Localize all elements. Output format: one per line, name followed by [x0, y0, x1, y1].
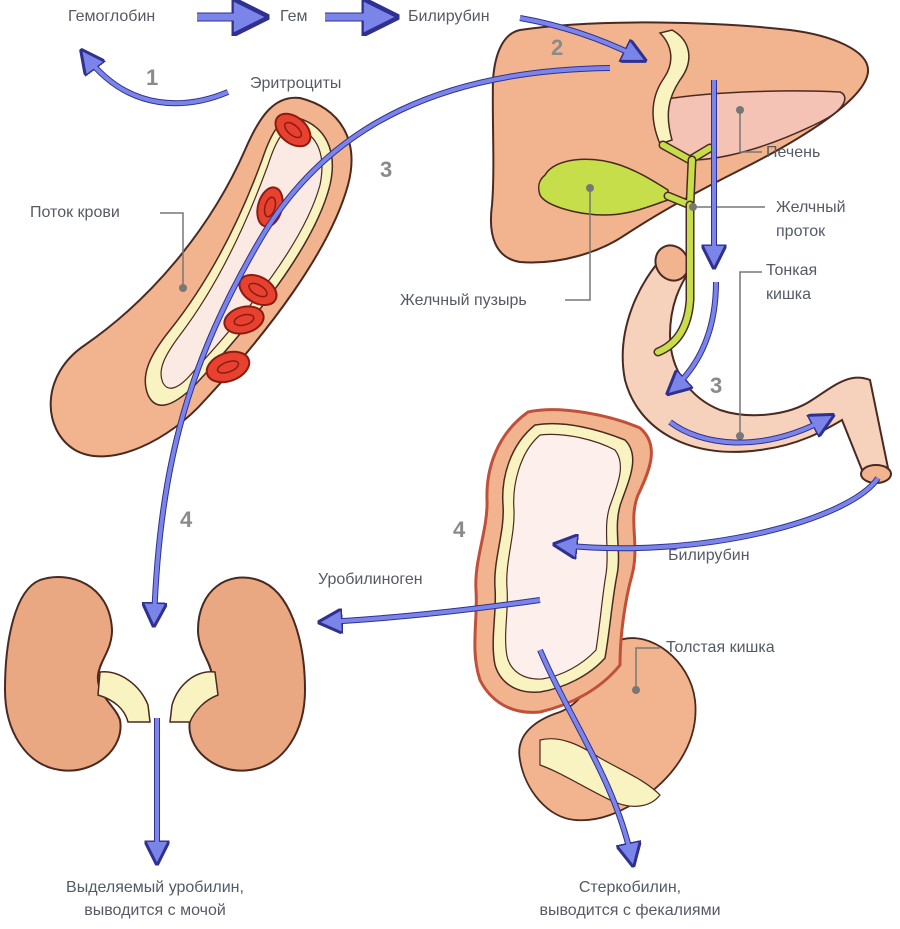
label-gallbladder: Желчный пузырь — [400, 291, 527, 311]
step-4-colon: 4 — [453, 518, 465, 542]
label-urine-line1: Выделяемый уробилин, — [20, 878, 290, 898]
label-urine-line2: выводится с мочой — [20, 901, 290, 921]
step-4-kidney: 4 — [180, 508, 192, 532]
large-intestine — [475, 410, 696, 821]
kidney-left — [5, 577, 150, 771]
label-feces-line2: выводится с фекалиями — [500, 901, 760, 921]
label-large-intestine: Толстая кишка — [666, 638, 775, 658]
label-feces-line1: Стеркобилин, — [500, 878, 760, 898]
blood-vessel — [51, 98, 352, 457]
step-3-blood: 3 — [380, 158, 392, 182]
step-1: 1 — [146, 66, 158, 90]
label-bilirubin-top: Билирубин — [408, 7, 490, 27]
step-2: 2 — [551, 36, 563, 60]
label-small-intestine-2: кишка — [766, 285, 811, 305]
step-3-intestine: 3 — [710, 374, 722, 398]
label-blood-flow: Поток крови — [30, 203, 120, 223]
leader-small-intestine — [740, 272, 762, 436]
kidney-right — [170, 577, 305, 770]
label-heme: Гем — [280, 7, 308, 27]
label-bile-duct-1: Желчный — [776, 198, 846, 218]
small-intestine — [623, 239, 891, 483]
label-bile-duct-2: проток — [776, 222, 825, 242]
label-erythrocytes: Эритроциты — [250, 74, 341, 94]
label-urobilinogen: Уробилиноген — [318, 570, 423, 590]
label-small-intestine-1: Тонкая — [766, 261, 817, 281]
label-liver: Печень — [766, 143, 820, 163]
label-hemoglobin: Гемоглобин — [68, 7, 155, 27]
label-bilirubin-colon: Билирубин — [668, 546, 750, 566]
